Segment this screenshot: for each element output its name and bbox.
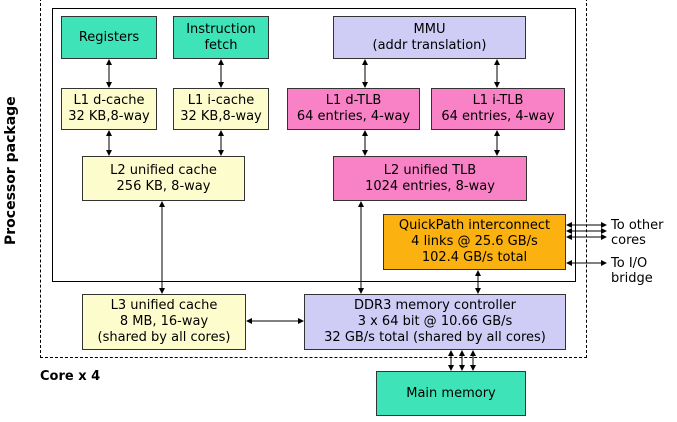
instruction-fetch-box: Instruction fetch [173, 16, 269, 59]
processor-package-boundary [40, 0, 587, 358]
core-x4-label: Core x 4 [40, 369, 101, 384]
to-io-bridge-label-1: To I/O [611, 256, 648, 271]
mmu-line-2: (addr translation) [372, 37, 487, 53]
registers-line-1: Registers [78, 29, 140, 45]
l1-icache-line-1: L1 i-cache [187, 93, 255, 108]
l3-cache-line-2: 8 MB, 16-way [119, 314, 209, 329]
quickpath-line-1: QuickPath interconnect [398, 218, 551, 233]
l1-itlb-line-1: L1 i-TLB [472, 93, 524, 108]
to-other-cores-label-2: cores [611, 233, 646, 248]
l3-cache-line-3: (shared by all cores) [97, 330, 231, 345]
ddr3-line-1: DDR3 memory controller [354, 298, 516, 313]
core-boundary [52, 8, 576, 282]
l2-cache-box: L2 unified cache 256 KB, 8-way [82, 156, 245, 201]
l2-tlb-box: L2 unified TLB 1024 entries, 8-way [333, 156, 527, 201]
ddr3-line-3: 32 GB/s total (shared by all cores) [324, 330, 546, 345]
l3-cache-line-1: L3 unified cache [110, 298, 218, 313]
l2-tlb-line-2: 1024 entries, 8-way [365, 178, 495, 194]
quickpath-line-3: 102.4 GB/s total [421, 250, 528, 265]
l3-cache-box: L3 unified cache 8 MB, 16-way (shared by… [82, 294, 246, 350]
to-other-cores-label-1: To other [611, 218, 664, 233]
l1-dtlb-line-2: 64 entries, 4-way [296, 109, 411, 124]
registers-box: Registers [61, 16, 157, 59]
ddr3-controller-box: DDR3 memory controller 3 x 64 bit @ 10.6… [304, 294, 566, 350]
quickpath-line-2: 4 links @ 25.6 GB/s [411, 234, 538, 249]
l1-dcache-box: L1 d-cache 32 KB,8-way [61, 88, 157, 130]
l2-cache-line-1: L2 unified cache [110, 162, 217, 178]
main-memory-box: Main memory [376, 371, 526, 416]
l1-icache-line-2: 32 KB,8-way [180, 109, 262, 124]
l1-itlb-box: L1 i-TLB 64 entries, 4-way [431, 88, 565, 130]
l1-dtlb-box: L1 d-TLB 64 entries, 4-way [287, 88, 420, 130]
instruction-fetch-line-2: fetch [204, 37, 238, 53]
l2-cache-line-2: 256 KB, 8-way [116, 178, 211, 194]
ddr3-line-2: 3 x 64 bit @ 10.66 GB/s [357, 314, 513, 329]
l1-icache-box: L1 i-cache 32 KB,8-way [173, 88, 269, 130]
l1-itlb-line-2: 64 entries, 4-way [441, 109, 555, 124]
l1-dtlb-line-1: L1 d-TLB [325, 93, 382, 108]
l1-dcache-line-1: L1 d-cache [73, 93, 145, 108]
l2-tlb-line-1: L2 unified TLB [383, 162, 477, 178]
main-memory-line-1: Main memory [406, 385, 496, 401]
mmu-box: MMU (addr translation) [333, 16, 526, 59]
l1-dcache-line-2: 32 KB,8-way [68, 109, 150, 124]
to-io-bridge-label-2: bridge [611, 271, 653, 286]
quickpath-box: QuickPath interconnect 4 links @ 25.6 GB… [383, 214, 566, 270]
mmu-line-1: MMU [413, 21, 446, 37]
instruction-fetch-line-1: Instruction [186, 21, 256, 37]
